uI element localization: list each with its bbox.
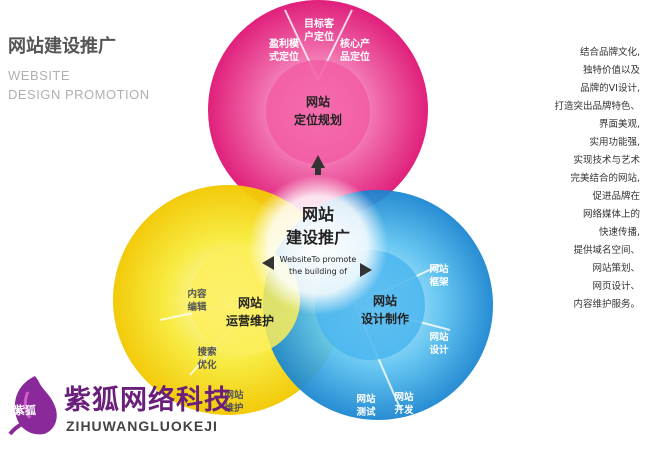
petal-content-edit-l2: 编辑	[187, 301, 207, 313]
petal-framework-l1: 网站	[429, 263, 449, 275]
petal-design-l2: 设计	[429, 344, 449, 356]
petal-target-customer-l2: 户定位	[303, 30, 334, 43]
description-line: 界面美观,	[598, 119, 640, 130]
center-title-l1: 网站	[302, 205, 334, 224]
description-line: 提供域名空间、	[573, 245, 640, 256]
description-line: 快速传播,	[598, 227, 640, 238]
description-line: 结合品牌文化,	[579, 47, 640, 58]
description-line: 独特价值以及	[582, 65, 640, 76]
arrow-left-icon	[262, 256, 274, 270]
petal-testing-l1: 网站	[356, 393, 376, 405]
description-line: 网页设计、	[592, 281, 640, 292]
center-title-l2: 建设推广	[286, 228, 350, 247]
company-name-cn: 紫狐网络科技	[64, 385, 232, 416]
top-circle-label-l2: 定位规划	[294, 112, 342, 127]
company-logo: 紫狐 紫狐网络科技 ZIHUWANGLUOKEJI	[2, 368, 242, 450]
center-caption-l1: WebsiteTo promote	[280, 255, 357, 264]
center-disc	[248, 175, 388, 315]
subtitle-line-2: DESIGN PROMOTION	[8, 87, 150, 102]
subtitle-line-1: WEBSITE	[8, 68, 71, 83]
page-header: 网站建设推广 WEBSITE DESIGN PROMOTION	[8, 32, 150, 104]
description-line: 实现技术与艺术	[573, 155, 640, 166]
right-circle-label-l2: 设计制作	[361, 311, 409, 326]
top-inner-disc	[266, 60, 370, 164]
fox-logo-icon	[8, 376, 57, 436]
description-text: 结合品牌文化, 独特价值以及 品牌的VI设计, 打造突出品牌特色、 界面美观, …	[530, 44, 640, 314]
arrow-up-icon	[311, 155, 325, 168]
center-caption-l2: the building of	[289, 267, 347, 276]
petal-profit-model-l1: 盈利模	[268, 37, 300, 50]
petal-target-customer-l1: 目标客	[304, 17, 335, 30]
left-circle-label-l2: 运营维护	[226, 313, 274, 328]
arrow-right-icon	[360, 263, 372, 277]
description-line: 品牌的VI设计,	[580, 83, 640, 94]
petal-develop-l1: 网站	[394, 391, 414, 403]
petal-profit-model-l2: 式定位	[269, 50, 299, 63]
right-circle-label-l1: 网站	[373, 293, 397, 308]
description-line: 打造突出品牌特色、	[554, 101, 640, 112]
petal-design-l1: 网站	[429, 331, 449, 343]
description-line: 内容维护服务。	[573, 299, 640, 310]
description-line: 网络媒体上的	[582, 209, 640, 220]
arrow-up-stem	[315, 167, 321, 175]
petal-develop-l2: 开发	[394, 404, 414, 416]
description-line: 实用功能强,	[589, 137, 640, 148]
petal-seo-l1: 搜索	[197, 346, 217, 358]
petal-core-product-l1: 核心产	[340, 37, 370, 50]
petal-framework-l2: 框架	[429, 276, 449, 288]
top-circle-label-l1: 网站	[306, 94, 330, 109]
description-line: 完美结合的网站,	[570, 173, 640, 184]
petal-seo-l2: 优化	[197, 359, 217, 371]
description-line: 促进品牌在	[592, 191, 640, 202]
petal-content-edit-l1: 内容	[187, 288, 207, 300]
description-line: 网站策划、	[592, 263, 640, 274]
page-title: 网站建设推广	[8, 36, 116, 57]
company-name-en: ZIHUWANGLUOKEJI	[66, 418, 218, 434]
petal-site-maint-l2: 维护	[224, 402, 243, 414]
left-circle-label-l1: 网站	[238, 295, 262, 310]
petal-site-maint-l1: 网站	[224, 389, 244, 401]
petal-testing-l2: 测试	[356, 406, 376, 418]
logo-badge-text: 紫狐	[14, 404, 36, 417]
petal-core-product-l2: 品定位	[340, 50, 370, 63]
